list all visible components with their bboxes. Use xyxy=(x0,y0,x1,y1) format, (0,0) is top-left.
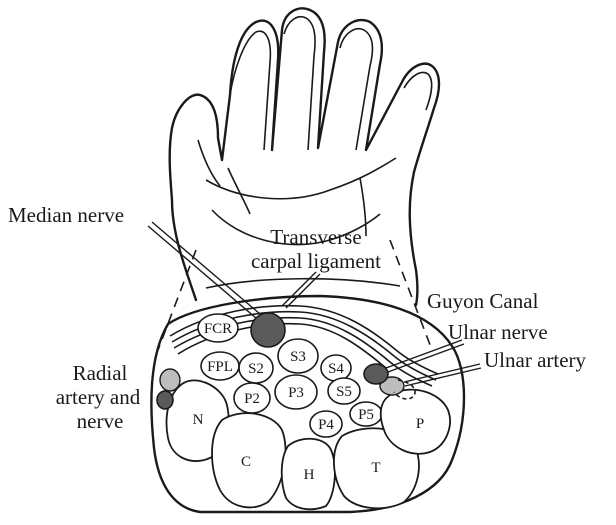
label-s3: S3 xyxy=(290,349,306,365)
label-n: N xyxy=(193,412,204,428)
label-s4: S4 xyxy=(328,361,344,377)
label-p4: P4 xyxy=(318,417,334,433)
label-p2: P2 xyxy=(244,391,260,407)
label-ulnar-artery: Ulnar artery xyxy=(484,348,587,372)
label-radial-line1: Radial xyxy=(73,361,128,385)
label-fpl: FPL xyxy=(207,359,233,375)
label-c: C xyxy=(241,454,251,470)
label-t: T xyxy=(371,460,380,476)
label-fcr: FCR xyxy=(204,321,232,337)
label-h: H xyxy=(304,467,315,483)
label-s2: S2 xyxy=(248,361,264,377)
radial-nerve xyxy=(157,391,173,409)
ulnar-nerve xyxy=(364,364,388,384)
label-p5: P5 xyxy=(358,407,374,423)
label-p: P xyxy=(416,416,424,432)
label-transverse-line2: carpal ligament xyxy=(251,249,381,273)
radial-artery xyxy=(160,369,180,391)
label-p3: P3 xyxy=(288,385,304,401)
label-median-nerve: Median nerve xyxy=(8,203,124,227)
label-s5: S5 xyxy=(336,384,352,400)
label-ulnar-nerve: Ulnar nerve xyxy=(448,320,548,344)
label-transverse-line1: Transverse xyxy=(270,225,361,249)
median-nerve xyxy=(251,313,285,347)
label-guyon-canal: Guyon Canal xyxy=(427,289,539,313)
label-radial-line3: nerve xyxy=(77,409,124,433)
label-radial-line2: artery and xyxy=(56,385,141,409)
